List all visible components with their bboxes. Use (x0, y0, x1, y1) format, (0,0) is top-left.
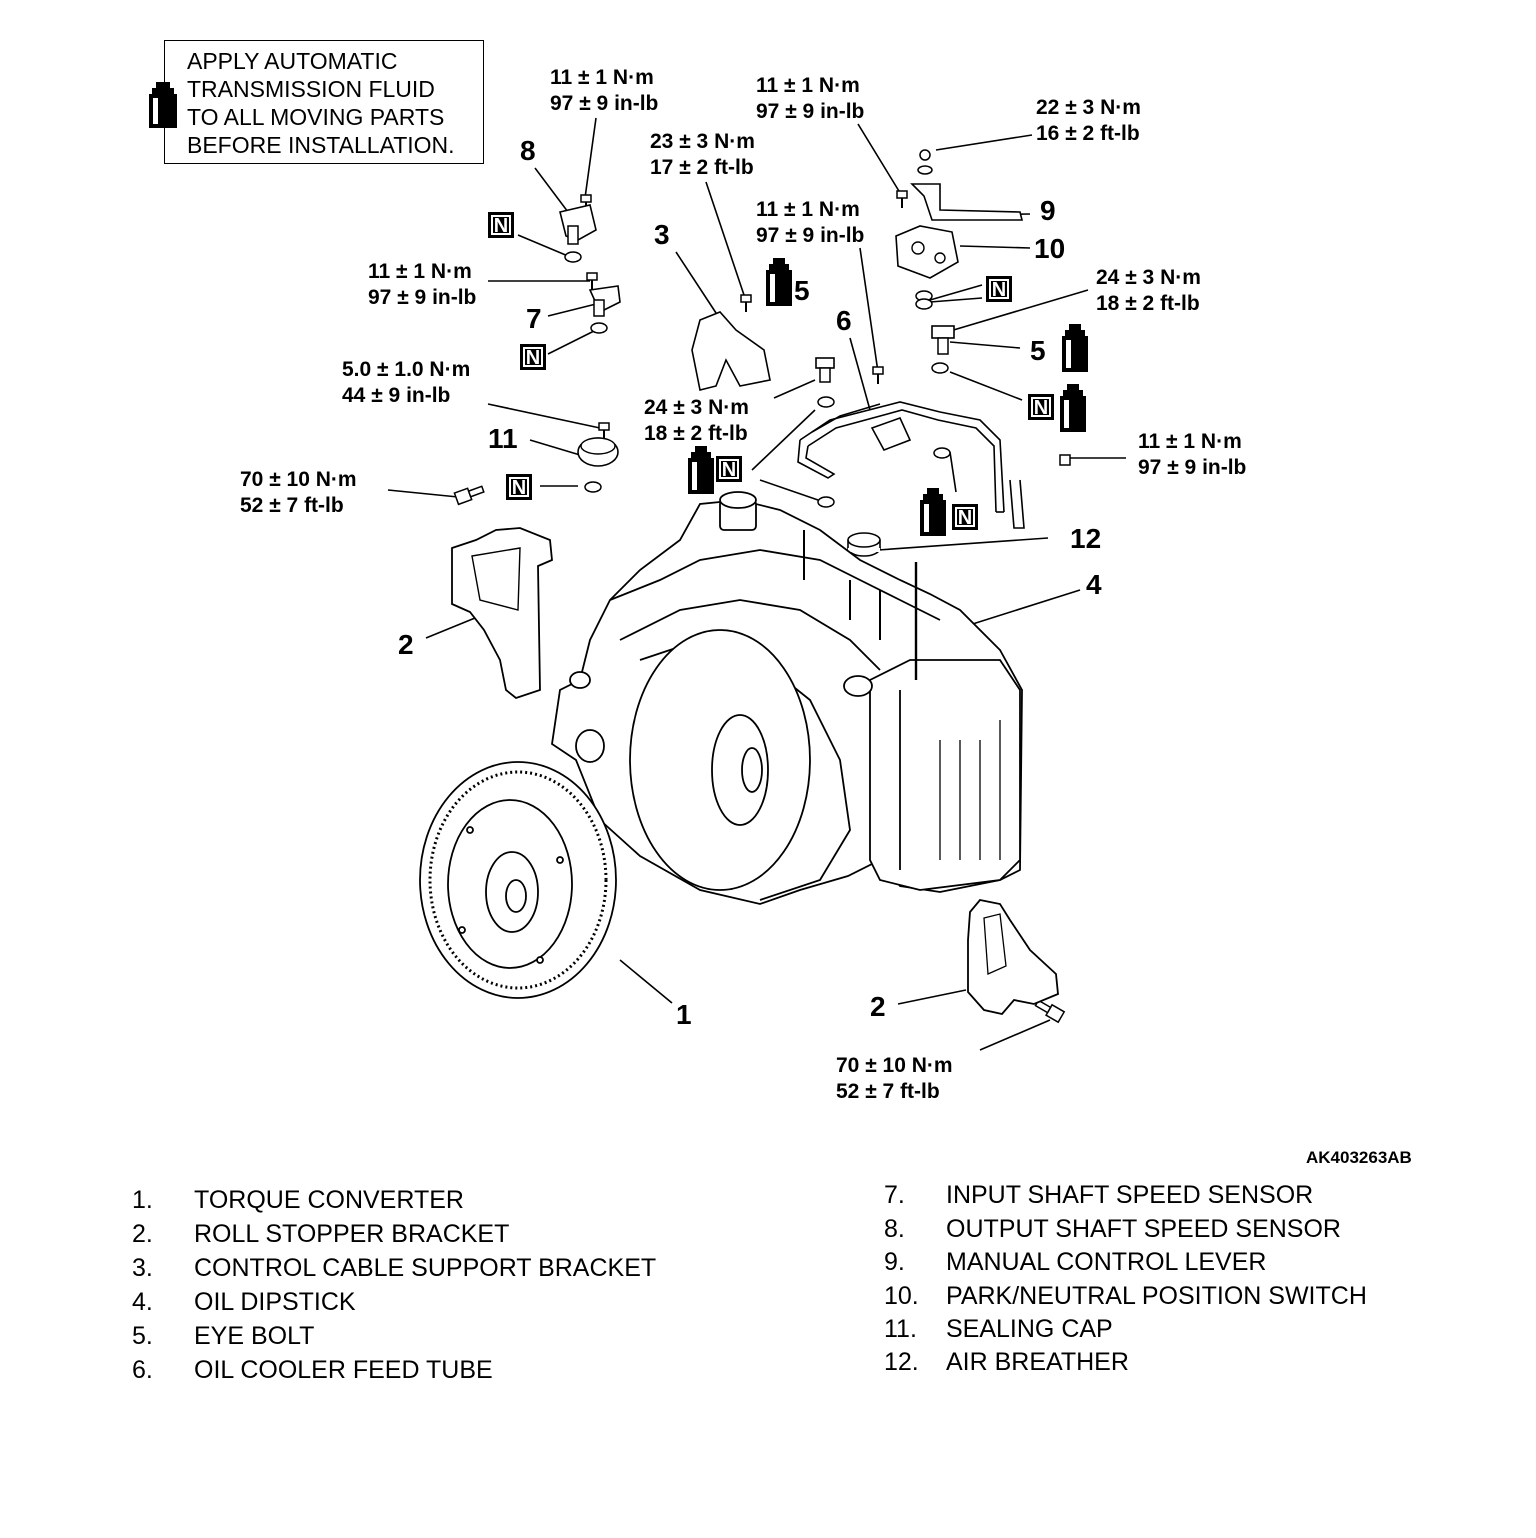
legend-text: EYE BOLT (194, 1322, 315, 1350)
legend-num: 7. (884, 1181, 905, 1209)
legend-text: ROLL STOPPER BRACKET (194, 1220, 510, 1248)
legend-num: 2. (132, 1220, 153, 1248)
callout-11: 11 (488, 423, 518, 454)
n-marker-1: N (494, 215, 508, 237)
legend-text: OUTPUT SHAFT SPEED SENSOR (946, 1215, 1341, 1243)
n-marker-4: N (992, 279, 1006, 301)
callout-3: 3 (654, 219, 670, 250)
torque-3-ftlb: 17 ± 2 ft-lb (650, 156, 754, 179)
legend-text: TORQUE CONVERTER (194, 1186, 464, 1214)
torque-2r-ftlb: 52 ± 7 ft-lb (836, 1080, 940, 1103)
legend-num: 6. (132, 1356, 153, 1384)
torque-7-inlb: 97 ± 9 in-lb (368, 286, 476, 309)
n-marker-letters: N N N N N N N (494, 215, 1048, 529)
callout-10: 10 (1034, 233, 1065, 264)
torque-9nut-ftlb: 16 ± 2 ft-lb (1036, 122, 1140, 145)
part-number-labels: 8 3 9 10 5 6 7 5 11 12 4 2 1 2 (398, 135, 1102, 1030)
n-marker-2: N (526, 347, 540, 369)
n-marker-6: N (722, 459, 736, 481)
oil-cooler-tube (797, 401, 1025, 529)
note-line-1: APPLY AUTOMATIC (187, 48, 398, 74)
small-parts (453, 149, 1071, 1024)
legend-text: INPUT SHAFT SPEED SENSOR (946, 1181, 1314, 1209)
roll-stopper-bracket-right (967, 899, 1059, 1015)
legend-text: AIR BREATHER (946, 1348, 1129, 1376)
callout-2-right: 2 (870, 991, 886, 1022)
torque-9nut-nm: 22 ± 3 N·m (1036, 96, 1141, 119)
torque-5r-ftlb: 18 ± 2 ft-lb (1096, 292, 1200, 315)
legend-text: OIL DIPSTICK (194, 1288, 356, 1316)
legend-num: 10. (884, 1282, 919, 1310)
legend-text: CONTROL CABLE SUPPORT BRACKET (194, 1254, 657, 1282)
torque-3-nm: 23 ± 3 N·m (650, 130, 755, 153)
n-marker-3: N (512, 477, 526, 499)
callout-2-left: 2 (398, 629, 414, 660)
torque-5l-ftlb: 18 ± 2 ft-lb (644, 422, 748, 445)
torque-5r-nm: 24 ± 3 N·m (1096, 266, 1201, 289)
note-line-3: TO ALL MOVING PARTS (187, 104, 445, 130)
torque-8-nm: 11 ± 1 N·m (550, 66, 654, 89)
torque-8-inlb: 97 ± 9 in-lb (550, 92, 658, 115)
torque-11-inlb: 44 ± 9 in-lb (342, 384, 450, 407)
callout-4: 4 (1086, 569, 1102, 600)
legend-num: 8. (884, 1215, 905, 1243)
transmission-body (551, 491, 1023, 905)
torque-10-nm: 11 ± 1 N·m (756, 198, 860, 221)
legend-text: SEALING CAP (946, 1315, 1113, 1343)
torque-11-nm: 5.0 ± 1.0 N·m (342, 358, 470, 381)
callout-6: 6 (836, 305, 852, 336)
legend-num: 4. (132, 1288, 153, 1316)
legend-num: 11. (884, 1315, 917, 1343)
n-marker-5: N (1034, 397, 1048, 419)
callout-1: 1 (676, 999, 692, 1030)
callout-8: 8 (520, 135, 536, 166)
torque-9-inlb: 97 ± 9 in-lb (756, 100, 864, 123)
leader-lines (387, 117, 1126, 1051)
note-line-4: BEFORE INSTALLATION. (187, 132, 455, 158)
torque-2r-nm: 70 ± 10 N·m (836, 1054, 953, 1077)
figure-code: AK403263AB (1306, 1148, 1412, 1167)
legend-text: PARK/NEUTRAL POSITION SWITCH (946, 1282, 1367, 1310)
torque-2l-ftlb: 52 ± 7 ft-lb (240, 494, 344, 517)
roll-stopper-bracket-left (451, 527, 553, 700)
torque-6-nm: 11 ± 1 N·m (1138, 430, 1242, 453)
legend-num: 3. (132, 1254, 153, 1282)
callout-5-left: 5 (794, 275, 810, 306)
torque-5l-nm: 24 ± 3 N·m (644, 396, 749, 419)
torque-2l-nm: 70 ± 10 N·m (240, 468, 357, 491)
atf-bottle-icon (149, 82, 177, 128)
torque-9-nm: 11 ± 1 N·m (756, 74, 860, 97)
callout-12: 12 (1070, 523, 1101, 554)
torque-10-inlb: 97 ± 9 in-lb (756, 224, 864, 247)
legend-text: MANUAL CONTROL LEVER (946, 1248, 1267, 1276)
callout-9: 9 (1040, 195, 1056, 226)
legend-num: 12. (884, 1348, 919, 1376)
legend-num: 1. (132, 1186, 153, 1214)
callout-5-right: 5 (1030, 335, 1046, 366)
n-marker-7: N (958, 507, 972, 529)
torque-converter (419, 761, 617, 999)
legend-num: 5. (132, 1322, 153, 1350)
torque-7-nm: 11 ± 1 N·m (368, 260, 472, 283)
torque-6-inlb: 97 ± 9 in-lb (1138, 456, 1246, 479)
legend-text: OIL COOLER FEED TUBE (194, 1356, 493, 1384)
callout-7: 7 (526, 303, 542, 334)
torque-labels: 11 ± 1 N·m 97 ± 9 in-lb 23 ± 3 N·m 17 ± … (240, 66, 1246, 1103)
legend-num: 9. (884, 1248, 905, 1276)
note-line-2: TRANSMISSION FLUID (187, 76, 435, 102)
